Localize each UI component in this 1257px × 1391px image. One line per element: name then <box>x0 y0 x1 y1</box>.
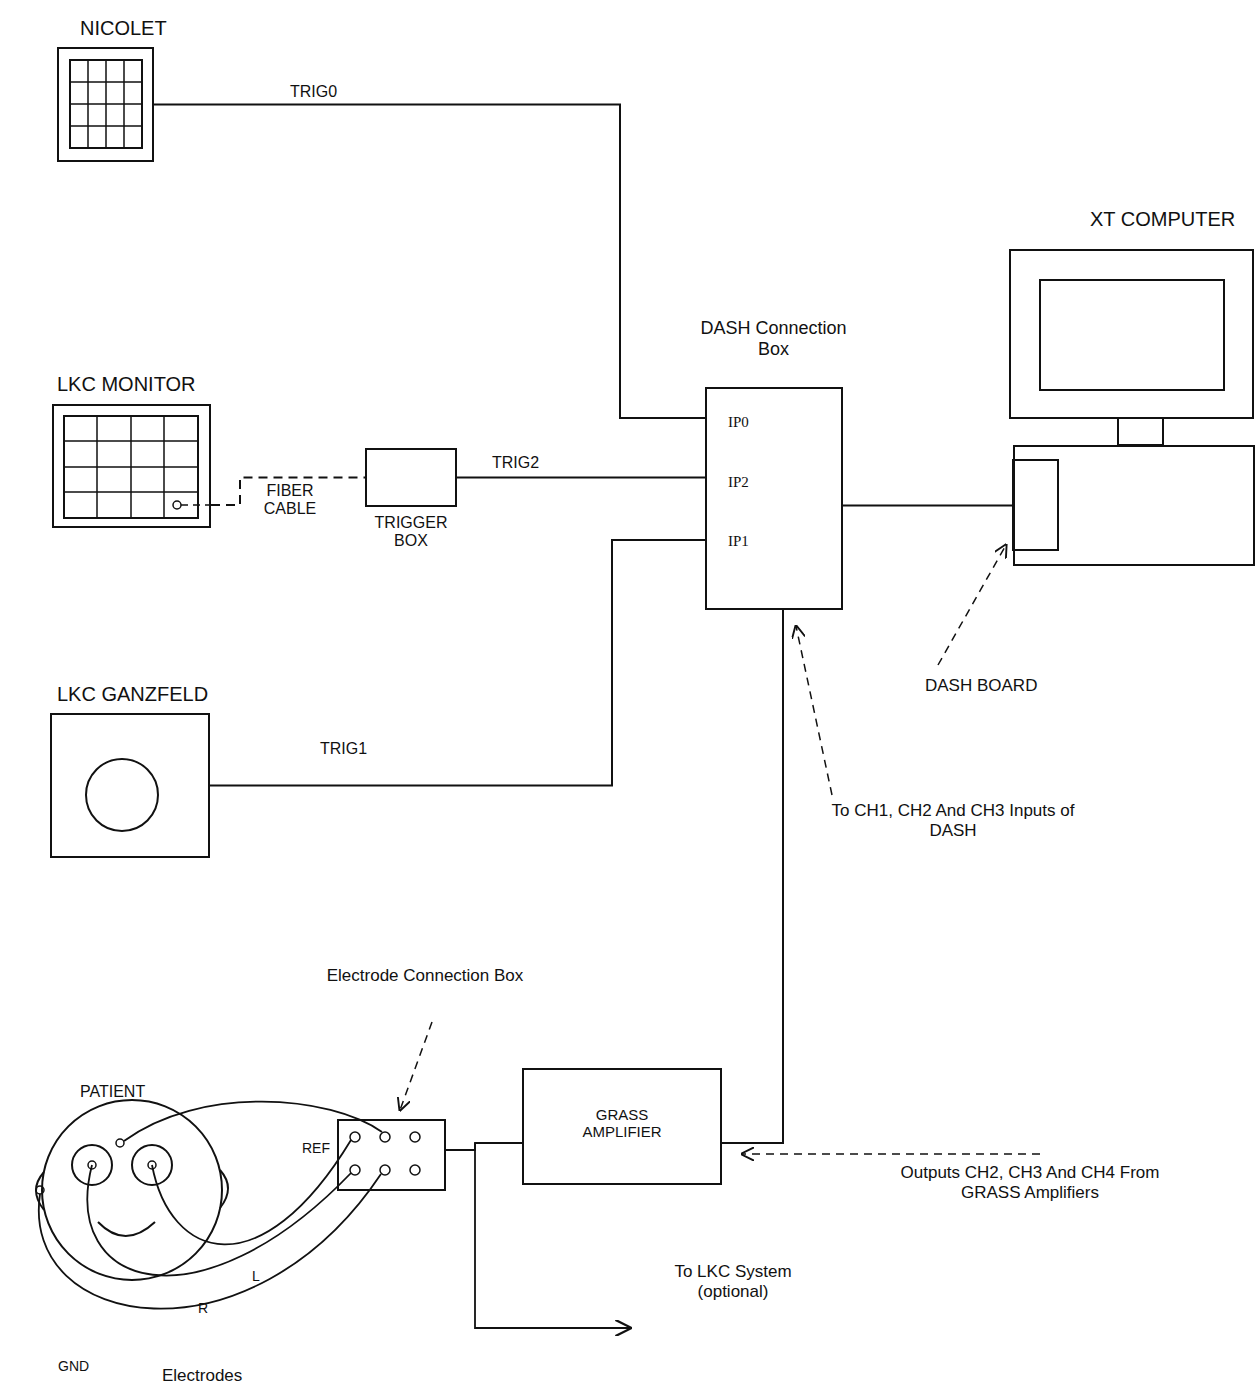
trigger-cable <box>457 477 705 479</box>
trigger-cable <box>843 505 1013 507</box>
device-box: LKC GANZFELD <box>50 680 260 860</box>
trigger-cable <box>154 105 705 419</box>
device-name: LKC MONITOR <box>57 373 196 396</box>
electrode-wire <box>39 1102 382 1309</box>
callout-label: Outputs CH2, CH3 And CH4 From GRASS Ampl… <box>882 1163 1178 1202</box>
note: To LKC System (optional) <box>648 1262 818 1301</box>
trigger-cable <box>210 540 705 786</box>
signal-wire <box>475 1143 630 1328</box>
signal-name: TRIG1 <box>320 740 367 758</box>
part-label: Electrodes <box>162 1366 242 1386</box>
device-name: DASH Connection Box <box>686 318 861 359</box>
electrode-name: L <box>252 1268 260 1284</box>
device-box: DASH Connection BoxIP0IP2IP1 <box>686 318 861 610</box>
device-box: GRASS AMPLIFIER <box>522 1068 722 1185</box>
signal-name: TRIG2 <box>492 454 539 472</box>
device-box: LKC MONITOR <box>50 370 250 530</box>
device-box: NICOLET <box>50 14 190 164</box>
monitor-grid <box>70 60 142 148</box>
device-box: XT COMPUTER <box>1008 205 1255 570</box>
box-outline <box>705 387 843 610</box>
box-outline <box>50 713 210 858</box>
device-name: XT COMPUTER <box>1090 208 1235 231</box>
port-label: IP2 <box>728 474 749 491</box>
port-label: IP0 <box>728 414 749 431</box>
patient-head <box>36 1100 228 1280</box>
signal-name: FIBER CABLE <box>250 482 330 519</box>
callout-label: Electrode Connection Box <box>314 966 536 986</box>
ganzfeld-bowl <box>86 759 158 831</box>
box-outline <box>1013 445 1255 566</box>
callout-arrow <box>400 545 1040 1154</box>
callout-label: DASH BOARD <box>925 676 1037 696</box>
device-name: LKC GANZFELD <box>57 683 208 706</box>
monitor-grid <box>64 416 211 518</box>
device-box: TRIGGER BOX <box>360 448 462 558</box>
electrode-name: R <box>198 1300 208 1316</box>
part-label: PATIENT <box>80 1083 145 1101</box>
box-outline <box>365 448 457 507</box>
signal-name: TRIG0 <box>290 83 337 101</box>
box-outline <box>57 47 154 162</box>
callout-label: To CH1, CH2 And CH3 Inputs of DASH <box>828 801 1078 840</box>
port-label: IP1 <box>728 533 749 550</box>
device-name: GRASS AMPLIFIER <box>562 1106 682 1141</box>
electrode-name: REF <box>302 1140 330 1156</box>
computer-monitor <box>1010 250 1253 550</box>
box-outline <box>52 404 211 528</box>
trigger-cable <box>722 610 783 1143</box>
electrode-name: GND <box>58 1358 89 1374</box>
device-name: TRIGGER BOX <box>360 514 462 551</box>
signal-wire <box>445 1143 522 1150</box>
device-name: NICOLET <box>80 17 167 40</box>
electrode-box <box>338 1120 445 1190</box>
